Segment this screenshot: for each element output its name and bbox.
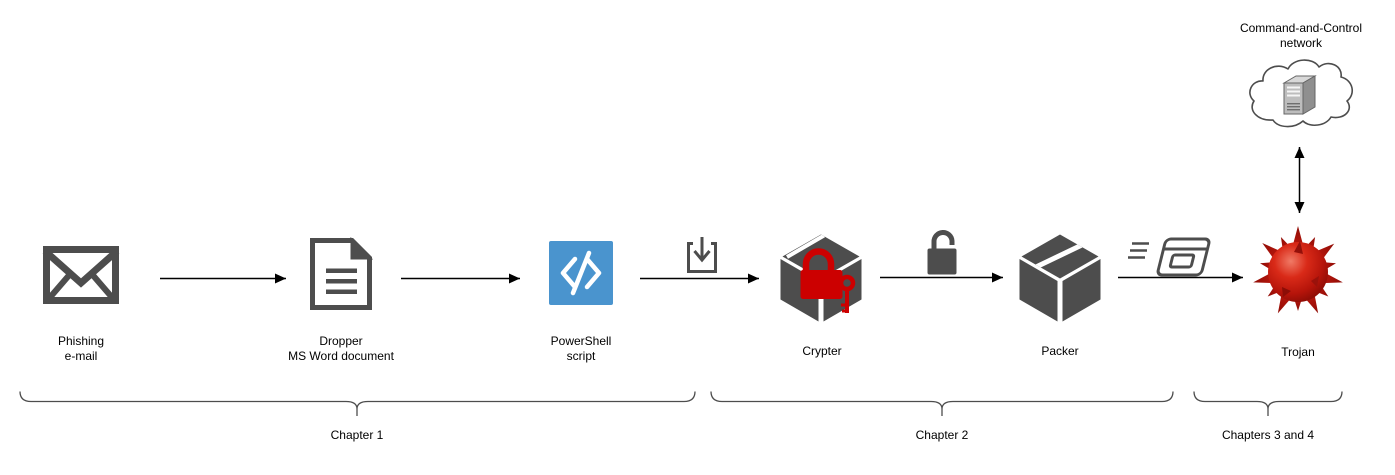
envelope-icon [42, 246, 120, 304]
c2-label: Command-and-Control network [1239, 21, 1363, 51]
crypter-label: Crypter [802, 344, 842, 358]
chapters34-label: Chapters 3 and 4 [1221, 428, 1315, 442]
chapter2-brace [710, 391, 1174, 416]
running-window-icon [1128, 237, 1211, 277]
server-icon [1282, 75, 1317, 115]
packer-label: Packer [1041, 344, 1079, 358]
powershell-label: PowerShell script [550, 334, 612, 364]
chapter1-brace [19, 391, 696, 416]
trojan-label: Trojan [1281, 345, 1315, 359]
trojan-virus-icon [1251, 226, 1345, 317]
packer-box-icon [1019, 234, 1101, 322]
open-padlock-icon [927, 230, 957, 275]
crypter-box-icon [780, 234, 862, 322]
phishing-label: Phishing e-mail [57, 334, 105, 364]
code-icon [549, 241, 613, 305]
chapter2-label: Chapter 2 [915, 428, 969, 442]
download-icon [687, 237, 717, 273]
dropper-label: Dropper MS Word document [288, 334, 394, 364]
chapter1-label: Chapter 1 [330, 428, 384, 442]
document-icon [310, 236, 374, 310]
red-padlock-key-icon [800, 248, 856, 313]
chapters34-brace [1193, 391, 1343, 416]
